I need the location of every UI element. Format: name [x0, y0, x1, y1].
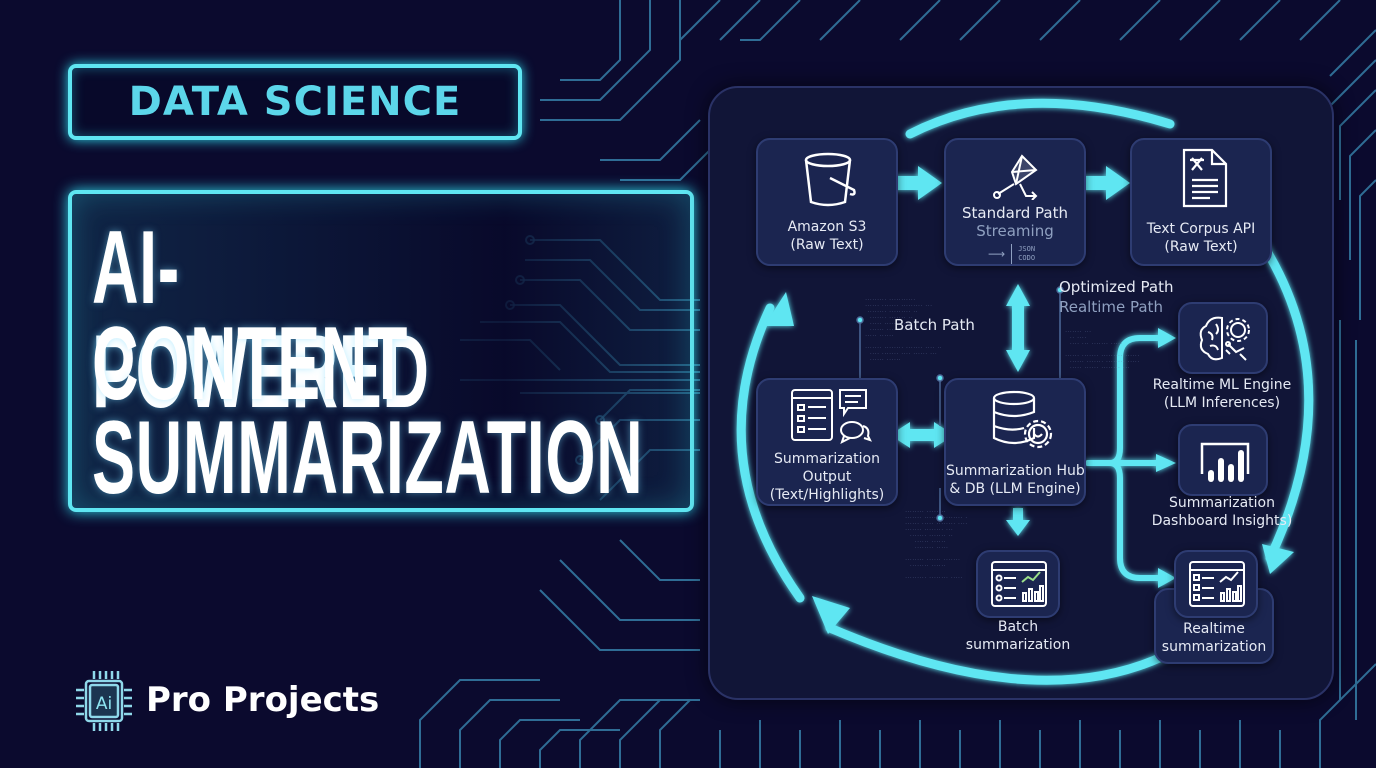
optimized-path-label: Optimized Path — [1059, 278, 1174, 296]
node-title: Realtime — [1183, 621, 1245, 637]
connector-lines — [856, 286, 1064, 522]
list-chat-icon — [774, 388, 884, 444]
node-summarization-dashboard[interactable] — [1178, 424, 1268, 496]
realtime-path-label: Realtime Path — [1059, 298, 1163, 316]
stream-format-hint: ⟶ JSON CODO — [988, 244, 1036, 264]
bucket-icon — [802, 150, 858, 208]
node-title: Batch — [997, 619, 1039, 635]
node-title: Standard Path — [962, 204, 1068, 222]
code-snippet-decor: ....... ... .. .... .... ... ....... ...… — [1064, 328, 1140, 369]
batch-path-label: Batch Path — [894, 316, 975, 334]
report-icon — [990, 560, 1048, 608]
node-batch-summarization[interactable] — [976, 550, 1060, 618]
node-subtitle: (Raw Text) — [1164, 239, 1238, 255]
architecture-diagram-panel: ......... ........... ...... ....... ...… — [708, 86, 1334, 700]
realtime-summarization-label: Realtime summarization — [1134, 620, 1294, 656]
node-realtime-ml-engine[interactable] — [1178, 302, 1268, 374]
brand-name: Pro Projects — [146, 680, 380, 720]
node-title: Summarization — [1168, 495, 1275, 511]
kite-icon — [992, 154, 1042, 200]
ai-chip-icon: Ai — [76, 668, 132, 732]
node-summarization-output[interactable]: Summarization Output (Text/Highlights) — [756, 378, 898, 506]
arrow-right-icon: ⟶ — [988, 247, 1006, 261]
headline-line-1: AI-POWERED — [92, 210, 430, 430]
node-subtitle: Dashboard Insights) — [1151, 513, 1293, 529]
headline-box: AI-POWERED CONTENT SUMMARIZATION — [68, 190, 694, 512]
node-subtitle: summarization — [1161, 639, 1267, 655]
headline-line-3: SUMMARIZATION — [92, 400, 644, 516]
bar-chart-icon — [1196, 440, 1254, 486]
node-title: Text Corpus API — [1146, 221, 1256, 237]
category-tag-label: DATA SCIENCE — [128, 79, 462, 125]
category-tag: DATA SCIENCE — [68, 64, 522, 140]
node-realtime-summarization[interactable] — [1174, 550, 1258, 618]
node-title: Summarization Hub — [946, 463, 1085, 479]
realtime-ml-engine-label: Realtime ML Engine (LLM Inferences) — [1142, 376, 1302, 412]
node-title: Realtime ML Engine — [1152, 377, 1292, 393]
node-subtitle: (LLM Inferences) — [1163, 395, 1281, 411]
flow-arrows — [736, 98, 1314, 685]
node-text-corpus-api[interactable]: Text Corpus API (Raw Text) — [1130, 138, 1272, 266]
document-icon — [1180, 148, 1230, 208]
node-subtitle: (Text/Highlights) — [769, 487, 885, 503]
brand-logo: Ai Pro Projects — [76, 668, 379, 732]
database-gear-icon — [990, 390, 1054, 450]
summarization-dashboard-label: Summarization Dashboard Insights) — [1142, 494, 1302, 530]
node-subtitle: Streaming — [976, 222, 1054, 240]
node-subtitle: (Raw Text) — [790, 237, 864, 253]
node-amazon-s3[interactable]: Amazon S3 (Raw Text) — [756, 138, 898, 266]
node-subtitle: summarization — [965, 637, 1071, 653]
code-snippet-decor: ........ ........ ....... ....... ......… — [904, 508, 968, 579]
node-subtitle: & DB (LLM Engine) — [949, 481, 1081, 497]
headline-line-2: CONTENT — [92, 306, 408, 422]
code-snippet-decor: ......... ........... ...... ....... ...… — [864, 296, 942, 361]
batch-summarization-label: Batch summarization — [938, 618, 1098, 654]
report-icon — [1188, 560, 1246, 608]
node-title: Amazon S3 — [787, 219, 867, 235]
brain-gear-icon — [1196, 314, 1256, 364]
node-standard-path[interactable]: Standard Path Streaming ⟶ JSON CODO — [944, 138, 1086, 266]
node-title: Summarization — [773, 451, 880, 467]
node-summarization-hub[interactable]: Summarization Hub & DB (LLM Engine) — [944, 378, 1086, 506]
svg-text:Ai: Ai — [96, 694, 112, 714]
